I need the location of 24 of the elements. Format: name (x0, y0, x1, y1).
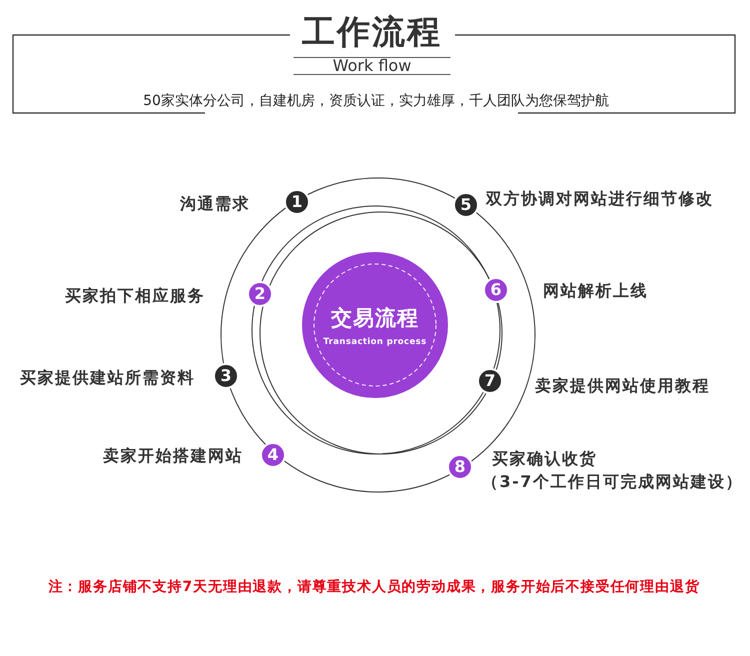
step-number: 7 (483, 370, 497, 392)
step-text: （3-7个工作日可完成网站建设） (482, 472, 743, 492)
step-text: 沟通需求 (180, 194, 250, 214)
note: 注：服务店铺不支持7天无理由退款，请尊重技术人员的劳动成果，服务开始后不接受任何理由退货 (48, 578, 700, 597)
step-text: 卖家提供网站使用教程 (535, 376, 710, 396)
step-number: 5 (459, 194, 473, 216)
step-number: 3 (219, 365, 233, 387)
step-number: 1 (290, 191, 304, 213)
center-subtitle: Transaction process (323, 337, 427, 348)
subtitle: Work flow (294, 57, 450, 75)
step-text: 网站解析上线 (543, 281, 648, 301)
step-number: 6 (489, 279, 503, 301)
step-number: 2 (253, 283, 267, 305)
step-number: 8 (453, 456, 467, 478)
step-text: 卖家开始搭建网站 (103, 446, 243, 466)
step-text: 买家提供建站所需资料 (20, 368, 195, 388)
tagline: 50家实体分公司，自建机房，资质认证，实力雄厚，千人团队为您保驾护航 (143, 92, 609, 110)
step-number: 4 (266, 444, 280, 466)
center-circle (302, 252, 448, 398)
center-title: 交易流程 (331, 305, 419, 331)
step-text: 买家确认收货 (492, 449, 597, 469)
step-text: 买家拍下相应服务 (65, 286, 205, 306)
title: 工作流程 (302, 12, 442, 52)
step-text: 双方协调对网站进行细节修改 (486, 189, 714, 209)
